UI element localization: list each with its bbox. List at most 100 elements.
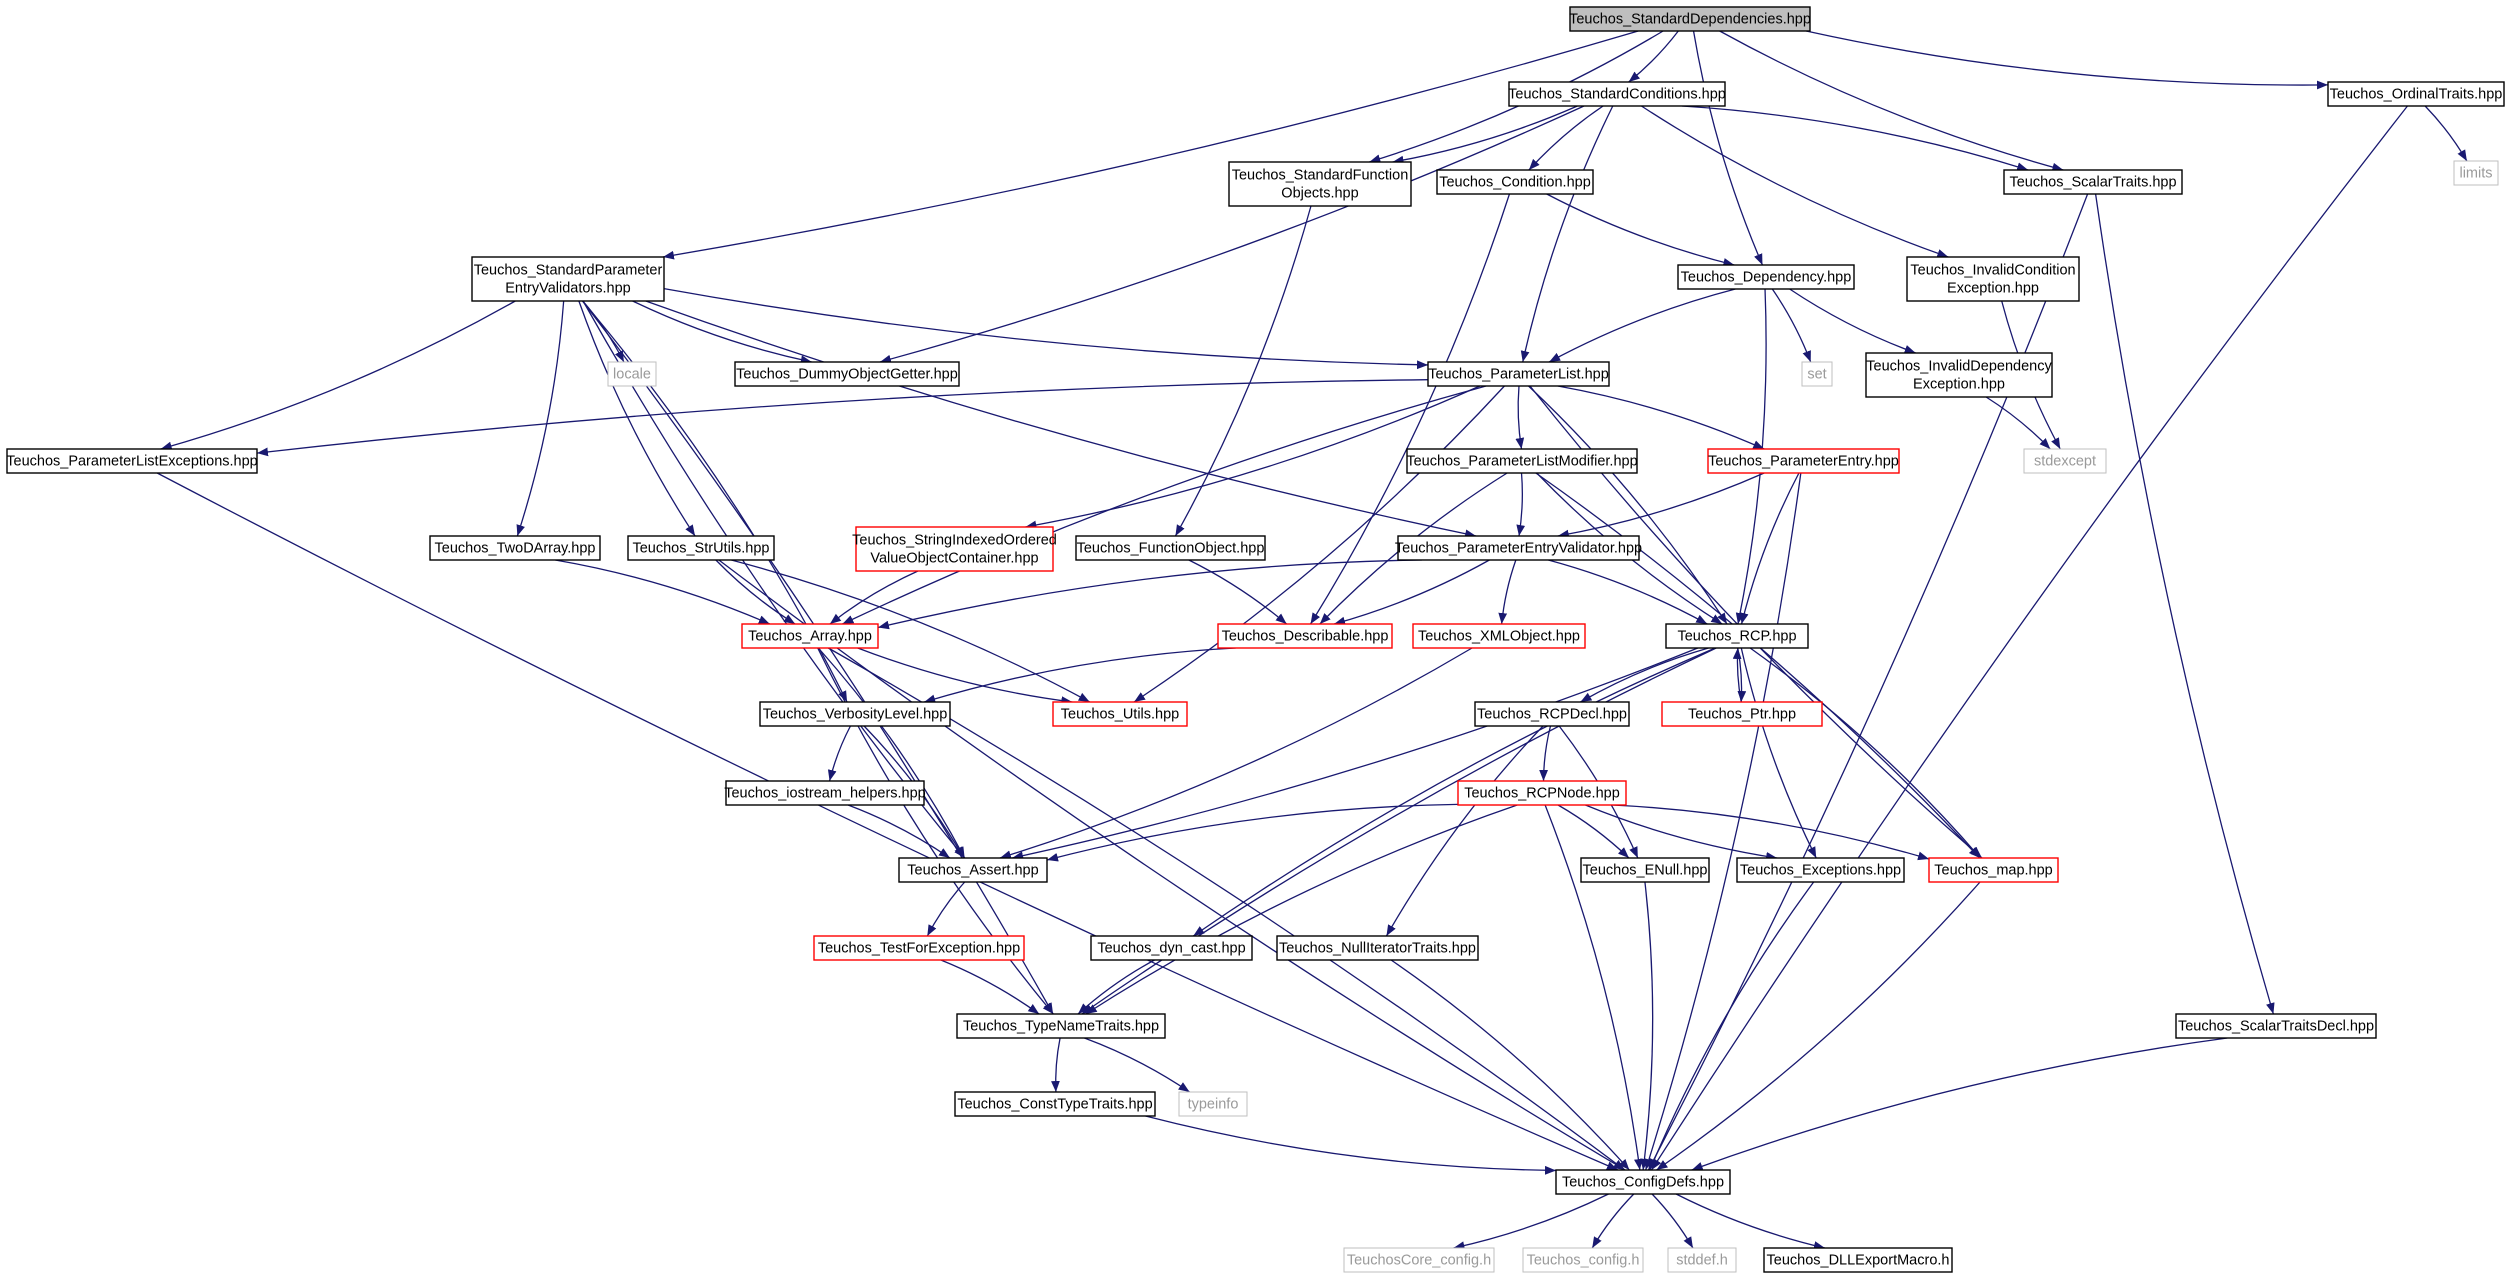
node-plmod[interactable]: Teuchos_ParameterListModifier.hpp: [1406, 448, 1638, 474]
node-pev[interactable]: Teuchos_ParameterEntryValidator.hpp: [1395, 535, 1642, 561]
node-typeinfo[interactable]: typeinfo: [1178, 1091, 1248, 1117]
node-stdexcept[interactable]: stdexcept: [2023, 448, 2107, 474]
node-box-invcond[interactable]: [1906, 256, 2080, 302]
node-ptr[interactable]: Teuchos_Ptr.hpp: [1661, 701, 1823, 727]
node-rcp[interactable]: Teuchos_RCP.hpp: [1665, 623, 1809, 649]
node-dependency[interactable]: Teuchos_Dependency.hpp: [1677, 264, 1855, 290]
node-box-scalardecl[interactable]: [2175, 1013, 2377, 1039]
node-plexc[interactable]: Teuchos_ParameterListExceptions.hpp: [6, 448, 258, 474]
node-box-dllexport[interactable]: [1763, 1247, 1953, 1273]
node-testexc[interactable]: Teuchos_TestForException.hpp: [813, 935, 1025, 961]
node-array[interactable]: Teuchos_Array.hpp: [741, 623, 879, 649]
node-typename[interactable]: Teuchos_TypeNameTraits.hpp: [956, 1013, 1166, 1039]
node-set[interactable]: set: [1801, 361, 1833, 387]
node-box-consttype[interactable]: [954, 1091, 1156, 1117]
node-box-assert[interactable]: [898, 857, 1048, 883]
node-iostream[interactable]: Teuchos_iostream_helpers.hpp: [724, 780, 926, 806]
node-box-sioc[interactable]: [855, 526, 1054, 572]
node-nulliter[interactable]: Teuchos_NullIteratorTraits.hpp: [1276, 935, 1479, 961]
node-box-dependency[interactable]: [1677, 264, 1855, 290]
node-map[interactable]: Teuchos_map.hpp: [1928, 857, 2059, 883]
node-box-condition[interactable]: [1436, 169, 1594, 195]
node-dllexport[interactable]: Teuchos_DLLExportMacro.h: [1763, 1247, 1953, 1273]
node-box-describable[interactable]: [1217, 623, 1393, 649]
node-assert[interactable]: Teuchos_Assert.hpp: [898, 857, 1048, 883]
node-box-typename[interactable]: [956, 1013, 1166, 1039]
node-box-rcp[interactable]: [1665, 623, 1809, 649]
node-limits[interactable]: limits: [2453, 160, 2499, 186]
node-box-map[interactable]: [1928, 857, 2059, 883]
node-dyncast[interactable]: Teuchos_dyn_cast.hpp: [1090, 935, 1253, 961]
node-box-stdcond[interactable]: [1508, 81, 1726, 107]
node-twod[interactable]: Teuchos_TwoDArray.hpp: [429, 535, 601, 561]
node-scalardecl[interactable]: Teuchos_ScalarTraitsDecl.hpp: [2175, 1013, 2377, 1039]
node-box-ptr[interactable]: [1661, 701, 1823, 727]
node-box-set[interactable]: [1801, 361, 1833, 387]
node-box-iostream[interactable]: [725, 780, 925, 806]
node-box-xmlobj[interactable]: [1412, 623, 1586, 649]
node-box-enull[interactable]: [1580, 857, 1710, 883]
node-box-array[interactable]: [741, 623, 879, 649]
node-stdcond[interactable]: Teuchos_StandardConditions.hpp: [1508, 81, 1726, 107]
node-box-configdefs[interactable]: [1555, 1169, 1731, 1195]
node-stddef[interactable]: stddef.h: [1667, 1247, 1737, 1273]
node-box-root[interactable]: [1569, 6, 1811, 32]
node-box-rcpdecl[interactable]: [1474, 701, 1630, 727]
node-xmlobj[interactable]: Teuchos_XMLObject.hpp: [1412, 623, 1586, 649]
node-sioc[interactable]: Teuchos_StringIndexedOrderedValueObjectC…: [852, 526, 1057, 572]
node-corecfg[interactable]: TeuchosCore_config.h: [1343, 1247, 1495, 1273]
node-cfg[interactable]: Teuchos_config.h: [1522, 1247, 1644, 1273]
node-rcpdecl[interactable]: Teuchos_RCPDecl.hpp: [1474, 701, 1630, 727]
node-dummy[interactable]: Teuchos_DummyObjectGetter.hpp: [734, 361, 960, 387]
node-box-rcpnode[interactable]: [1457, 780, 1627, 806]
node-box-corecfg[interactable]: [1343, 1247, 1495, 1273]
node-box-pev[interactable]: [1397, 535, 1640, 561]
node-box-utils[interactable]: [1052, 701, 1188, 727]
node-box-twod[interactable]: [429, 535, 601, 561]
node-box-stdfunc[interactable]: [1228, 161, 1412, 207]
node-root[interactable]: Teuchos_StandardDependencies.hpp: [1569, 6, 1811, 32]
node-box-scalar[interactable]: [2003, 169, 2183, 195]
node-box-plist[interactable]: [1427, 361, 1610, 387]
node-enull[interactable]: Teuchos_ENull.hpp: [1580, 857, 1710, 883]
node-box-pentry[interactable]: [1707, 448, 1900, 474]
node-box-nulliter[interactable]: [1276, 935, 1479, 961]
node-funcobj[interactable]: Teuchos_FunctionObject.hpp: [1075, 535, 1266, 561]
node-strutils[interactable]: Teuchos_StrUtils.hpp: [627, 535, 775, 561]
node-describable[interactable]: Teuchos_Describable.hpp: [1217, 623, 1393, 649]
node-box-stddef[interactable]: [1667, 1247, 1737, 1273]
node-exceptions[interactable]: Teuchos_Exceptions.hpp: [1736, 857, 1905, 883]
node-box-verbosity[interactable]: [759, 701, 951, 727]
node-box-plexc[interactable]: [6, 448, 258, 474]
node-plist[interactable]: Teuchos_ParameterList.hpp: [1427, 361, 1610, 387]
node-box-typeinfo[interactable]: [1178, 1091, 1248, 1117]
node-verbosity[interactable]: Teuchos_VerbosityLevel.hpp: [759, 701, 951, 727]
node-consttype[interactable]: Teuchos_ConstTypeTraits.hpp: [954, 1091, 1156, 1117]
node-box-stdpev[interactable]: [471, 256, 665, 302]
node-locale[interactable]: locale: [607, 361, 657, 387]
node-box-funcobj[interactable]: [1075, 535, 1266, 561]
node-stdpev[interactable]: Teuchos_StandardParameterEntryValidators…: [471, 256, 665, 302]
node-pentry[interactable]: Teuchos_ParameterEntry.hpp: [1707, 448, 1900, 474]
node-box-dyncast[interactable]: [1090, 935, 1253, 961]
node-box-exceptions[interactable]: [1736, 857, 1905, 883]
node-box-cfg[interactable]: [1522, 1247, 1644, 1273]
node-condition[interactable]: Teuchos_Condition.hpp: [1436, 169, 1594, 195]
node-box-ordinal[interactable]: [2327, 81, 2505, 107]
node-box-strutils[interactable]: [627, 535, 775, 561]
node-box-stdexcept[interactable]: [2023, 448, 2107, 474]
node-box-invdep[interactable]: [1865, 352, 2053, 398]
node-utils[interactable]: Teuchos_Utils.hpp: [1052, 701, 1188, 727]
node-box-limits[interactable]: [2453, 160, 2499, 186]
node-box-locale[interactable]: [607, 361, 657, 387]
node-box-plmod[interactable]: [1406, 448, 1638, 474]
node-box-dummy[interactable]: [734, 361, 960, 387]
node-configdefs[interactable]: Teuchos_ConfigDefs.hpp: [1555, 1169, 1731, 1195]
node-ordinal[interactable]: Teuchos_OrdinalTraits.hpp: [2327, 81, 2505, 107]
node-scalar[interactable]: Teuchos_ScalarTraits.hpp: [2003, 169, 2183, 195]
node-rcpnode[interactable]: Teuchos_RCPNode.hpp: [1457, 780, 1627, 806]
node-box-testexc[interactable]: [813, 935, 1025, 961]
